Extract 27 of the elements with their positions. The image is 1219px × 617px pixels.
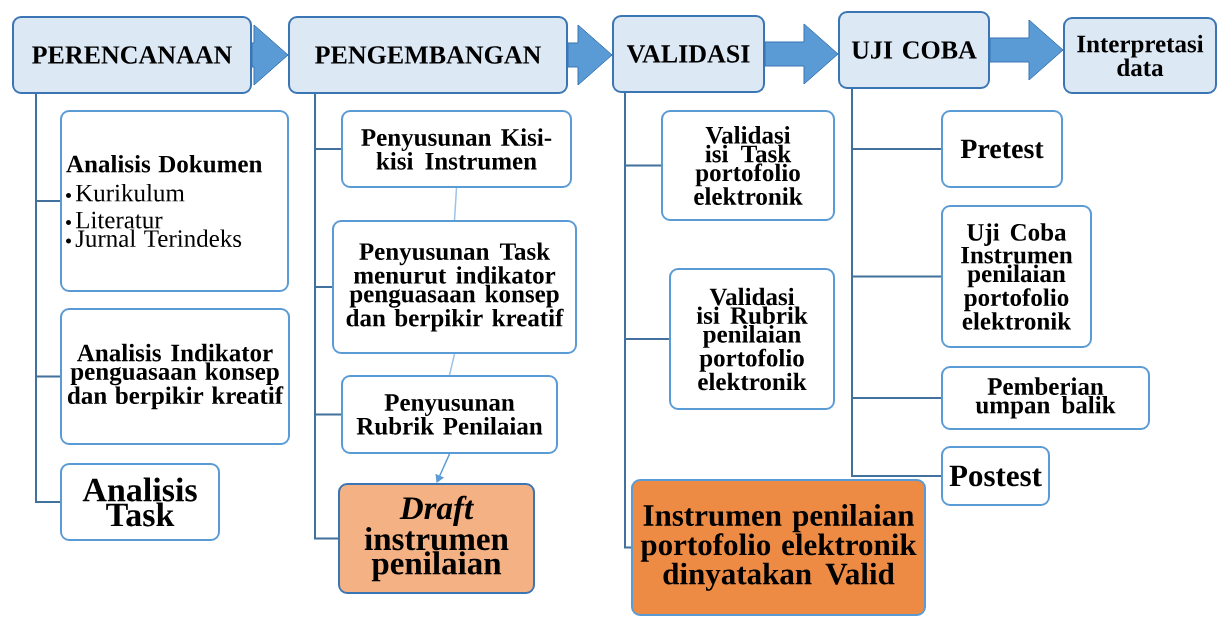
step-box: Penyusunan Rubrik Penilaian [341,375,558,454]
step-box: Postest [941,446,1050,506]
connector-line [851,88,942,477]
step-box: Uji Coba Instrumen penilaian portofolio elektronik [941,205,1092,348]
block-arrow [989,19,1064,81]
step-box: Analisis Dokumen Kurikulum Literatur Jurnal Terindeks [60,110,289,292]
block-arrow [567,24,613,86]
arrow [435,453,451,483]
step-box: Pemberian umpan balik [941,366,1150,430]
step-box: Penyusunan Kisi-kisi Instrumen [341,110,572,188]
stage-box: VALIDASI [612,15,765,93]
block-arrow [764,23,839,85]
step-box: Pretest [941,110,1063,188]
stage-box: UJI COBA [838,11,990,89]
block-arrow [251,24,289,86]
step-box: Validasi isi Rubrik penilaian portofolio elektronik [669,268,835,410]
connector-line [453,187,458,221]
step-box: Validasi isi Task portofolio elektronik [661,110,835,221]
stage-box: PERENCANAAN [12,16,252,94]
result-box: Instrumen penilaian portofolio elektronik dinyatakan Valid [631,479,926,616]
stage-box: PENGEMBANGAN [288,16,568,94]
step-box: Penyusunan Task menurut indikator penguasaan konsep dan berpikir kreatif [332,220,577,354]
draft-box: Draft instrumen penilaian [338,483,535,594]
step-box: Analisis Indikator penguasaan konsep dan berpikir kreatif [60,308,290,445]
step-box: Analisis Task [60,463,220,541]
connector-line [448,353,456,376]
stage-box: Interpretasi data [1063,17,1217,94]
